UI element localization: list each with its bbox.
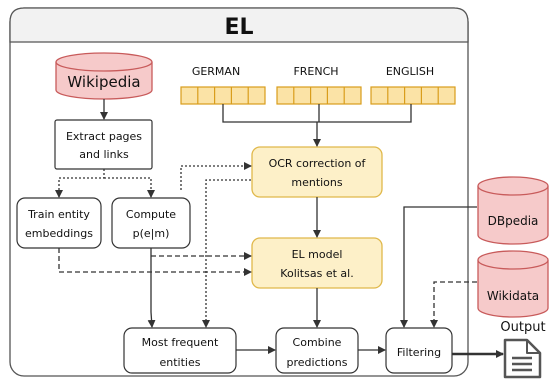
ocr-label-1: OCR correction of [269,157,367,170]
el-model-label-2: Kolitsas et al. [280,267,353,280]
wikidata-database: Wikidata [477,250,549,318]
ocr-label-2: mentions [291,176,343,189]
el-model-box [251,237,383,289]
arrow-dbpedia-filtering [400,206,477,328]
output-label: Output [500,320,545,335]
compute-label-1: Compute [126,208,176,221]
train-label-1: Train entity [27,208,90,221]
language-german: GERMAN [192,65,240,78]
arrow-wikidata-filtering [430,281,477,328]
frequent-label-1: Most frequent [142,336,219,349]
wikipedia-database: Wikipedia [55,52,153,100]
combine-label-1: Combine [293,336,342,349]
wikidata-label: Wikidata [487,289,539,303]
train-embeddings-box [16,197,102,249]
filtering-box [385,327,453,374]
arrow-train-el [58,248,252,276]
compute-label-2: p(e|m) [133,227,170,240]
extract-pages-box [54,119,153,170]
compute-pem-box [111,197,191,249]
filtering-label: Filtering [397,346,441,359]
dbpedia-label: DBpedia [488,214,539,228]
wikipedia-label: Wikipedia [67,73,140,91]
french-tokens [276,86,362,105]
english-tokens [370,86,456,105]
arrow-compute-ocr [180,162,252,190]
ocr-correction-box [251,146,383,198]
frequent-label-2: entities [160,356,201,369]
arrow-ocr-frequent [202,179,251,328]
language-english: ENGLISH [386,65,434,78]
dbpedia-database: DBpedia [477,176,549,245]
el-model-label-1: EL model [292,248,343,261]
el-header [9,7,469,43]
arrow-extract-train [55,169,105,198]
el-title: EL [224,15,253,40]
train-label-2: embeddings [25,227,93,240]
combine-label-2: predictions [287,356,348,369]
extract-label-2: and links [79,148,129,161]
arrow-compute-frequent [147,248,156,328]
german-tokens [180,86,266,105]
connectors [55,99,504,358]
document-icon [503,338,542,379]
extract-label-1: Extract pages [66,130,142,143]
language-french: FRENCH [293,65,338,78]
